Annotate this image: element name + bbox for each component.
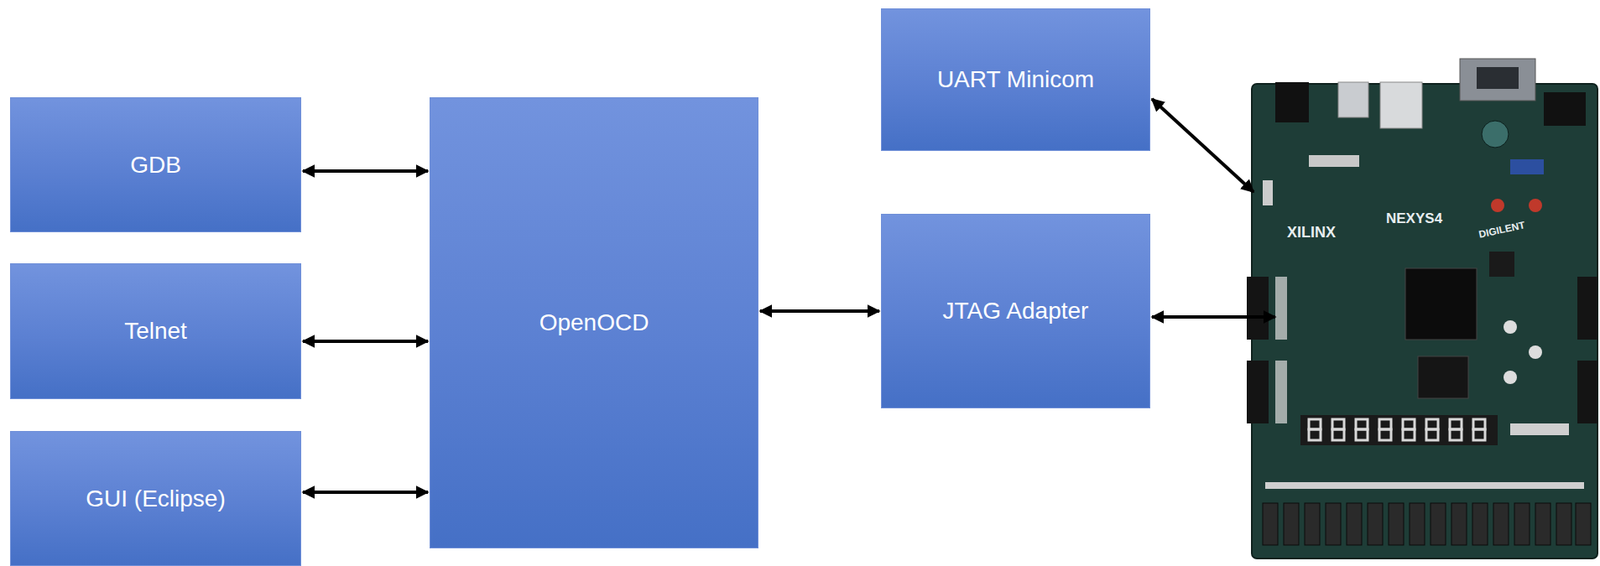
seven-segment-digits <box>1308 419 1486 441</box>
header-pins <box>1275 360 1288 424</box>
box-label: UART Minicom <box>927 65 1105 94</box>
process-box: UART Minicom <box>880 8 1151 152</box>
pmod-header <box>1246 276 1269 340</box>
header-pins <box>1275 276 1288 340</box>
button <box>1490 198 1505 213</box>
pmod-header <box>1577 276 1598 340</box>
usb-port <box>1338 82 1369 118</box>
vga-port <box>1459 58 1536 101</box>
process-box: GDB <box>10 97 302 233</box>
jack <box>1543 92 1586 126</box>
chip <box>1489 251 1515 277</box>
connector-arrow <box>302 490 428 495</box>
uart-cable-arrow <box>1151 99 1254 193</box>
pmod-header <box>1577 360 1598 424</box>
process-box: OpenOCD <box>429 97 759 549</box>
ethernet-port <box>1380 82 1423 129</box>
part <box>1510 159 1544 175</box>
switch-leds <box>1265 482 1585 490</box>
process-box: GUI (Eclipse) <box>10 431 302 566</box>
box-label: OpenOCD <box>529 308 660 338</box>
connector-arrow <box>302 339 428 344</box>
board-marking: NEXYS4 <box>1386 211 1443 226</box>
box-label: GUI (Eclipse) <box>75 484 235 514</box>
slide-switches <box>1262 503 1591 546</box>
process-box: Telnet <box>10 263 302 400</box>
audio-jack <box>1481 120 1509 148</box>
box-label: Telnet <box>114 317 198 346</box>
part <box>1308 155 1360 167</box>
board-pcb <box>1251 83 1598 559</box>
memory-chip <box>1417 356 1469 399</box>
button <box>1503 370 1517 385</box>
box-label: GDB <box>119 151 192 180</box>
process-box: JTAG Adapter <box>880 213 1151 409</box>
seven-segment-display <box>1300 415 1498 446</box>
connector-arrow <box>760 309 880 313</box>
board-marking: XILINX <box>1287 224 1336 240</box>
jtag-cable-arrow <box>1151 315 1276 319</box>
led-row <box>1510 423 1569 436</box>
connector-arrow <box>302 169 428 173</box>
vga-socket <box>1476 67 1519 89</box>
box-label: JTAG Adapter <box>932 297 1100 326</box>
switch <box>1262 180 1273 206</box>
button <box>1528 198 1543 213</box>
fpga-chip <box>1405 268 1477 340</box>
button <box>1528 345 1543 360</box>
pmod-header <box>1246 360 1269 424</box>
power-jack <box>1275 82 1309 123</box>
button <box>1503 320 1517 334</box>
